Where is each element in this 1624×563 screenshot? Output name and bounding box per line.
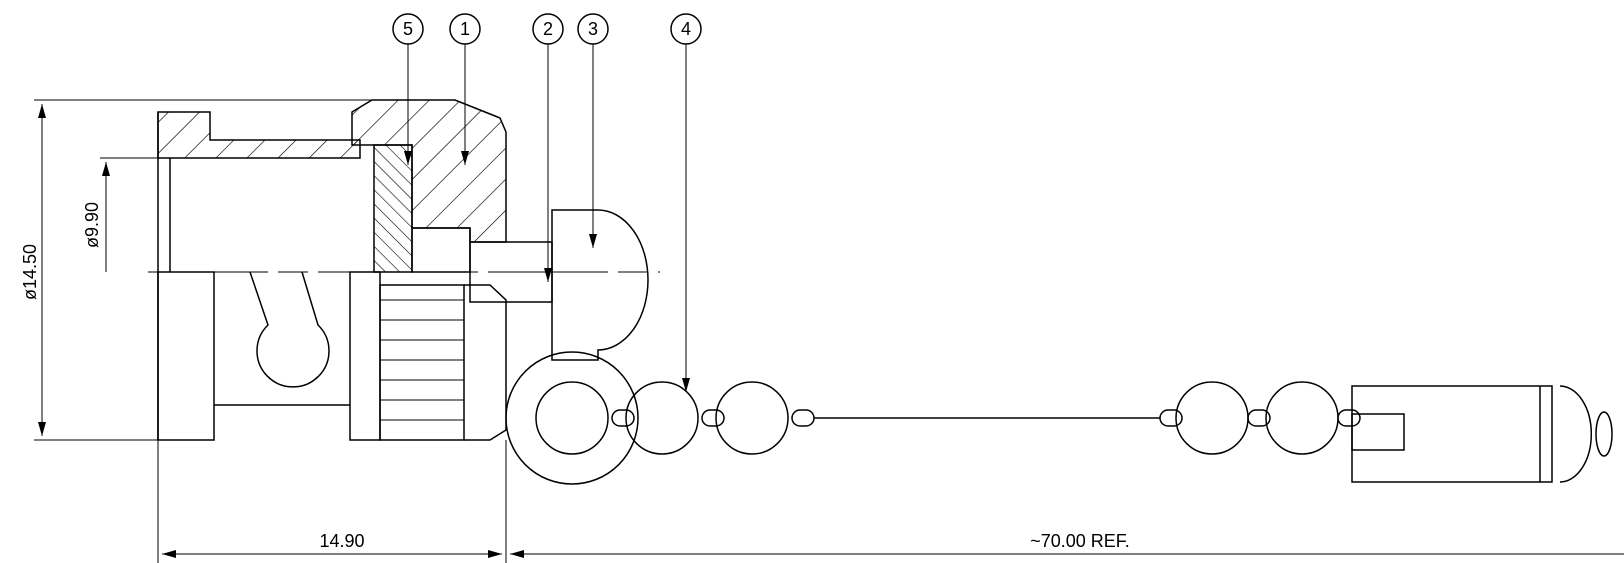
balloon-4: 4: [670, 13, 702, 392]
balloon-3: 3: [577, 13, 609, 248]
connector-body-exterior: [157, 271, 507, 441]
outer-diameter-label: ø14.50: [20, 244, 40, 300]
knurled-nut: [379, 284, 465, 441]
connector-body-section: [157, 99, 553, 440]
svg-text:5: 5: [403, 19, 413, 39]
balloon-2: 2: [532, 13, 564, 282]
dust-cap: [505, 209, 649, 485]
svg-text:2: 2: [543, 19, 553, 39]
bead-chain: [611, 381, 1361, 455]
rear-sleeve-section: [157, 111, 361, 159]
dimension-body-length: 14.90: [157, 440, 507, 563]
svg-text:1: 1: [460, 19, 470, 39]
balloon-1: 1: [449, 13, 481, 165]
dimension-inner-diameter: ø9.90: [82, 157, 158, 272]
balloon-5: 5: [392, 13, 424, 165]
svg-text:3: 3: [588, 19, 598, 39]
inner-diameter-label: ø9.90: [82, 202, 102, 248]
knurl-lines: [380, 299, 464, 421]
dimension-chain-length: ~70.00 REF.: [510, 531, 1624, 558]
insulator-section: [373, 144, 413, 273]
chain-length-label: ~70.00 REF.: [1030, 531, 1130, 551]
body-length-label: 14.90: [319, 531, 364, 551]
chain-end-fitting: [1351, 385, 1613, 483]
svg-text:4: 4: [681, 19, 691, 39]
dimension-outer-diameter: ø14.50: [20, 99, 372, 441]
contact-pin: [411, 227, 471, 273]
